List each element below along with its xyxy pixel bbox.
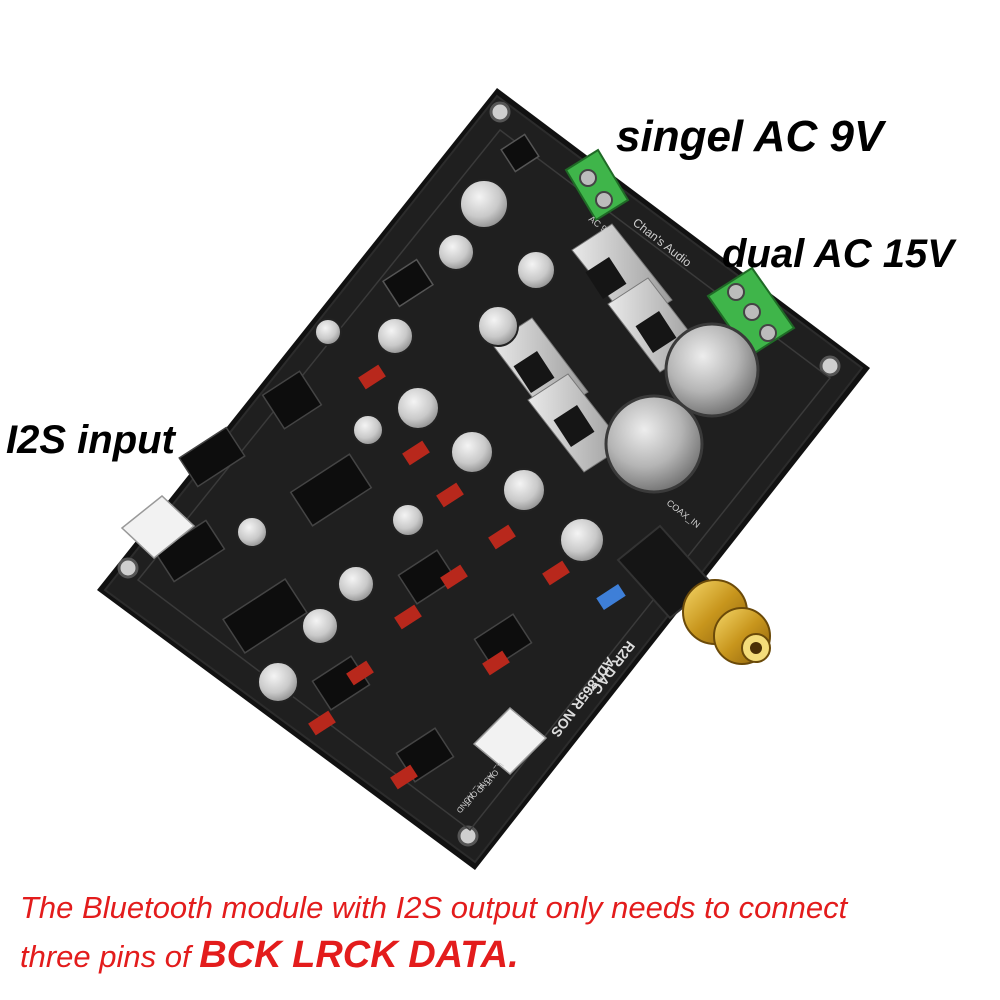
rca-coax-connector <box>616 524 771 665</box>
terminal-block-ac9v <box>564 148 630 222</box>
electrolytic-capacitors <box>236 179 605 703</box>
label-dual-ac: dual AC 15V <box>722 232 954 276</box>
filter-capacitors <box>604 322 760 494</box>
terminal-block-ac15v <box>706 266 796 358</box>
caption-line-1: The Bluetooth module with I2S output onl… <box>20 890 848 925</box>
caption-line-2-prefix: three pins of <box>20 939 200 974</box>
label-single-ac: singel AC 9V <box>616 112 884 161</box>
label-i2s-input: I2S input <box>6 418 175 462</box>
ic-chips <box>154 133 540 783</box>
blue-resistor <box>596 584 626 610</box>
white-connectors <box>120 495 548 776</box>
caption-line-2: three pins of BCK LRCK DATA. <box>20 934 519 977</box>
film-capacitors <box>308 364 570 790</box>
caption-line-2-bold: BCK LRCK DATA. <box>199 934 519 976</box>
